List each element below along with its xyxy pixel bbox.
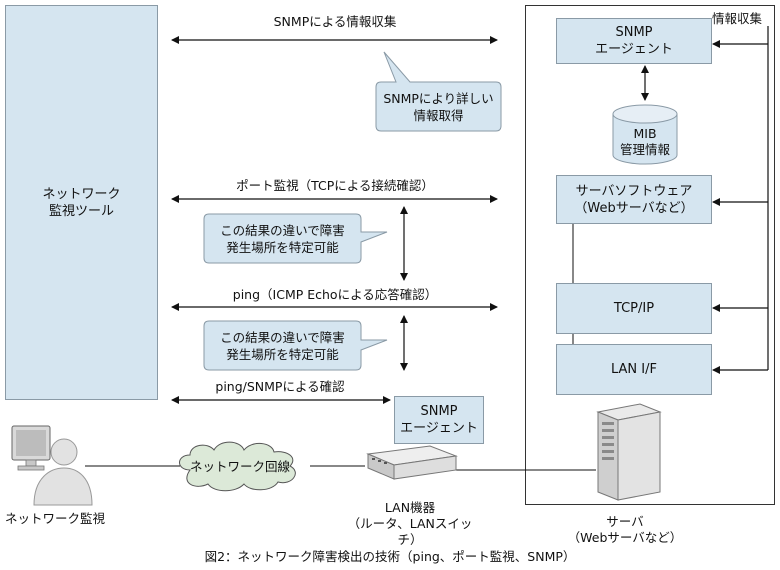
lan-device-snmp-agent-box: SNMP エージェント xyxy=(394,396,484,444)
lan-if-box: LAN I/F xyxy=(556,344,712,395)
mib-database-icon xyxy=(612,104,678,165)
label-ping-snmp: ping/SNMPによる確認 xyxy=(215,379,345,394)
callout-diff1: この結果の違いで障害 発生場所を特定可能 xyxy=(220,222,345,255)
callout-diff2-shape xyxy=(203,320,388,371)
figure-caption: 図2：ネットワーク障害検出の技術（ping、ポート監視、SNMP） xyxy=(204,549,576,564)
label-port-monitor: ポート監視（TCPによる接続確認） xyxy=(236,178,434,193)
monitor-user-icon xyxy=(11,425,93,506)
info-collect-label: 情報収集 xyxy=(712,11,763,26)
server-frame xyxy=(525,5,775,505)
callout-snmp-detail: SNMPにより詳しい 情報取得 xyxy=(383,90,494,123)
label-ping: ping（ICMP Echoによる応答確認） xyxy=(232,287,438,302)
callout-snmp-detail-shape xyxy=(375,51,502,132)
callout-diff1-shape xyxy=(203,213,388,264)
mib-label: MIB 管理情報 xyxy=(619,126,670,157)
lan-device-snmp-agent-label: SNMP エージェント xyxy=(400,404,478,436)
network-cloud-icon xyxy=(179,441,296,492)
monitoring-tool-panel: ネットワーク 監視ツール xyxy=(5,5,158,400)
monitoring-tool-label: ネットワーク 監視ツール xyxy=(42,186,121,219)
lan-if-label: LAN I/F xyxy=(611,362,657,377)
server-software-box: サーバソフトウェア （Webサーバなど） xyxy=(556,175,712,224)
cloud-label: ネットワーク回線 xyxy=(189,459,290,474)
tcpip-label: TCP/IP xyxy=(613,301,655,316)
monitor-caption: ネットワーク監視 xyxy=(4,511,105,526)
server-software-label: サーバソフトウェア （Webサーバなど） xyxy=(574,183,694,216)
tcpip-box: TCP/IP xyxy=(556,283,712,334)
lan-device-caption: LAN機器 （ルータ、LANスイッチ） xyxy=(347,500,473,547)
callout-diff2: この結果の違いで障害 発生場所を特定可能 xyxy=(220,329,345,362)
label-snmp-collect: SNMPによる情報収集 xyxy=(273,14,397,29)
server-caption: サーバ （Webサーバなど） xyxy=(567,514,683,545)
server-snmp-agent-box: SNMP エージェント xyxy=(556,18,712,64)
server-tower-icon xyxy=(596,403,662,501)
server-snmp-agent-label: SNMP エージェント xyxy=(595,25,673,57)
lan-switch-icon xyxy=(366,445,458,480)
